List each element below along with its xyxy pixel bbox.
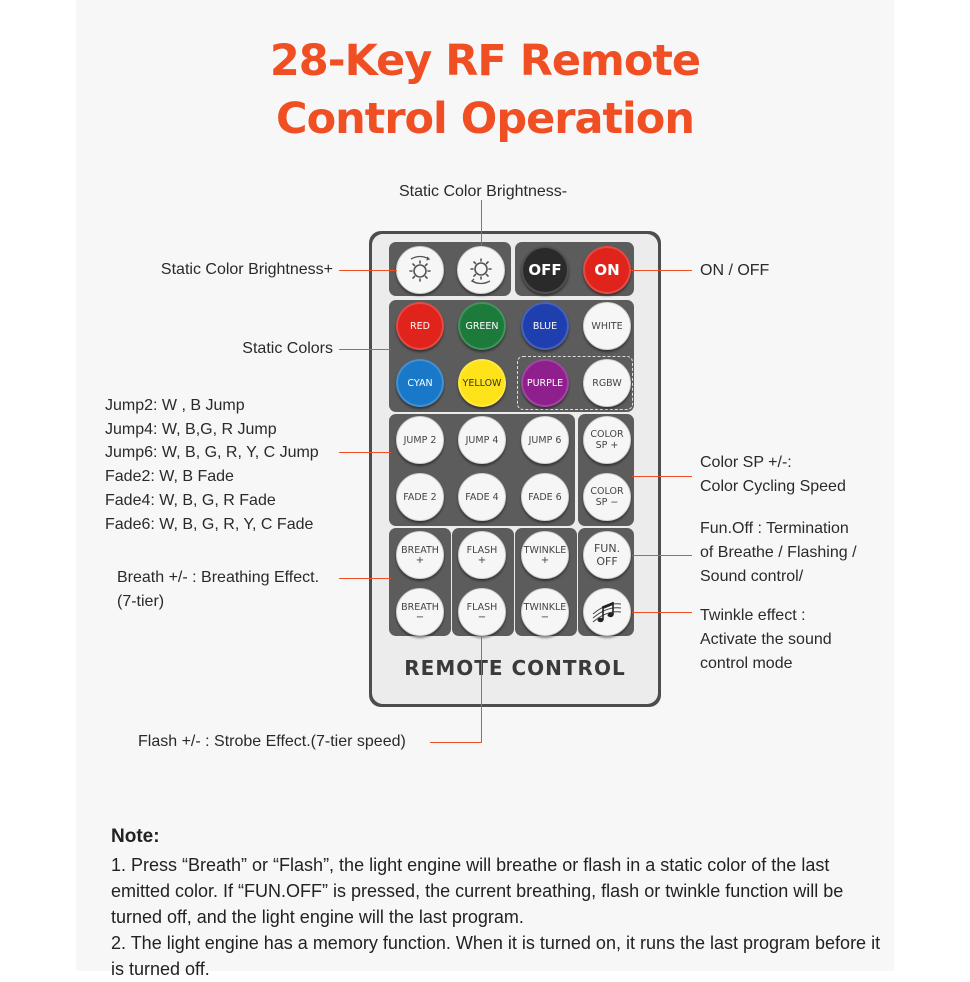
fade4-button[interactable]: FADE 4 — [458, 473, 506, 521]
note-line-1: 1. Press “Breath” or “Flash”, the light … — [111, 855, 844, 927]
note-body: 1. Press “Breath” or “Flash”, the light … — [111, 852, 881, 982]
jump2-button[interactable]: JUMP 2 — [396, 416, 444, 464]
purple-button[interactable]: PURPLE — [521, 359, 569, 407]
rgbw-dashed-outline — [517, 356, 633, 410]
breath-plus-sign: + — [415, 554, 425, 566]
callout-line-jump-fade — [339, 452, 391, 453]
brightness-plus-icon — [409, 255, 431, 282]
twinkle-minus-button[interactable]: TWINKLE − — [521, 588, 569, 636]
label-fade4: Fade4: W, B, G, R Fade — [105, 492, 276, 509]
label-on-off: ON / OFF — [700, 262, 770, 279]
label-brightness-minus: Static Color Brightness- — [399, 183, 568, 200]
callout-line-on-off — [630, 270, 692, 271]
flash-minus-label: FLASH — [466, 601, 498, 613]
rgbw-button[interactable]: RGBW — [583, 359, 631, 407]
yellow-button[interactable]: YELLOW — [458, 359, 506, 407]
brightness-plus-button[interactable] — [396, 246, 444, 294]
fade6-button[interactable]: FADE 6 — [521, 473, 569, 521]
flash-plus-label: FLASH — [466, 544, 498, 556]
cyan-button[interactable]: CYAN — [396, 359, 444, 407]
twinkle-plus-label: TWINKLE — [523, 544, 567, 556]
label-jump6: Jump6: W, B, G, R, Y, C Jump — [105, 444, 319, 461]
callout-line-flash-vertical — [481, 636, 482, 742]
label-twinkle-3: control mode — [700, 655, 793, 672]
label-fun-off-1: Fun.Off : Termination — [700, 520, 849, 537]
flash-plus-button[interactable]: FLASH + — [458, 531, 506, 579]
note-title: Note: — [111, 826, 160, 847]
callout-line-static-colors — [339, 349, 391, 350]
red-button[interactable]: RED — [396, 302, 444, 350]
breath-minus-label: BREATH — [401, 601, 439, 613]
callout-line-brightness-minus — [481, 200, 482, 246]
label-breath-2: (7-tier) — [117, 593, 165, 610]
callout-line-brightness-plus — [339, 270, 397, 271]
label-breath-1: Breath +/- : Breathing Effect. — [117, 569, 320, 586]
callout-line-twinkle — [632, 612, 692, 613]
breath-plus-label: BREATH — [401, 544, 439, 556]
fade2-button[interactable]: FADE 2 — [396, 473, 444, 521]
label-fun-off-3: Sound control/ — [700, 568, 804, 585]
label-fade6: Fade6: W, B, G, R, Y, C Fade — [105, 516, 314, 533]
title-line-2: Control Operation — [276, 94, 695, 144]
label-jump2: Jump2: W , B Jump — [105, 397, 245, 414]
flash-minus-sign: − — [477, 611, 487, 623]
blue-button[interactable]: BLUE — [521, 302, 569, 350]
remote-footer-text: REMOTE CONTROL — [404, 656, 626, 680]
color-sp-plus-label-top: COLOR — [590, 429, 624, 440]
flash-minus-button[interactable]: FLASH − — [458, 588, 506, 636]
twinkle-plus-sign: + — [540, 554, 550, 566]
callout-line-breath — [339, 578, 391, 579]
note-line-2: 2. The light engine has a memory functio… — [111, 933, 881, 979]
label-flash: Flash +/- : Strobe Effect.(7-tier speed) — [138, 733, 406, 750]
music-note-icon — [592, 602, 622, 623]
color-sp-minus-button[interactable]: COLOR SP − — [583, 473, 631, 521]
fun-off-button[interactable]: FUN. OFF — [583, 531, 631, 579]
callout-line-color-sp — [632, 476, 692, 477]
twinkle-minus-sign: − — [540, 611, 550, 623]
jump4-button[interactable]: JUMP 4 — [458, 416, 506, 464]
jump6-button[interactable]: JUMP 6 — [521, 416, 569, 464]
fun-off-label-bottom: OFF — [596, 555, 618, 568]
white-button[interactable]: WHITE — [583, 302, 631, 350]
callout-line-flash-horizontal — [430, 742, 482, 743]
flash-plus-sign: + — [477, 554, 487, 566]
twinkle-minus-label: TWINKLE — [523, 601, 567, 613]
breath-plus-button[interactable]: BREATH + — [396, 531, 444, 579]
twinkle-plus-button[interactable]: TWINKLE + — [521, 531, 569, 579]
label-fun-off-2: of Breathe / Flashing / — [700, 544, 857, 561]
label-twinkle-2: Activate the sound — [700, 631, 832, 648]
label-color-sp-2: Color Cycling Speed — [700, 478, 846, 495]
on-button[interactable]: ON — [583, 246, 631, 294]
off-button[interactable]: OFF — [521, 246, 569, 294]
color-sp-plus-label-bottom: SP + — [595, 440, 619, 451]
label-fade2: Fade2: W, B Fade — [105, 468, 234, 485]
sound-mode-button[interactable] — [583, 588, 631, 636]
fun-off-label-top: FUN. — [593, 542, 621, 555]
breath-minus-button[interactable]: BREATH − — [396, 588, 444, 636]
label-color-sp-1: Color SP +/-: — [700, 454, 792, 471]
color-sp-minus-label-bottom: SP − — [595, 497, 619, 508]
title-line-1: 28-Key RF Remote — [269, 36, 701, 86]
brightness-minus-icon — [470, 258, 492, 285]
color-sp-minus-label-top: COLOR — [590, 486, 624, 497]
brightness-minus-button[interactable] — [457, 246, 505, 294]
green-button[interactable]: GREEN — [458, 302, 506, 350]
label-twinkle-1: Twinkle effect : — [700, 607, 806, 624]
label-jump4: Jump4: W, B,G, R Jump — [105, 421, 277, 438]
label-static-colors: Static Colors — [242, 340, 333, 357]
color-sp-plus-button[interactable]: COLOR SP + — [583, 416, 631, 464]
callout-line-fun-off — [632, 555, 692, 556]
breath-minus-sign: − — [415, 611, 425, 623]
label-brightness-plus: Static Color Brightness+ — [160, 261, 333, 278]
